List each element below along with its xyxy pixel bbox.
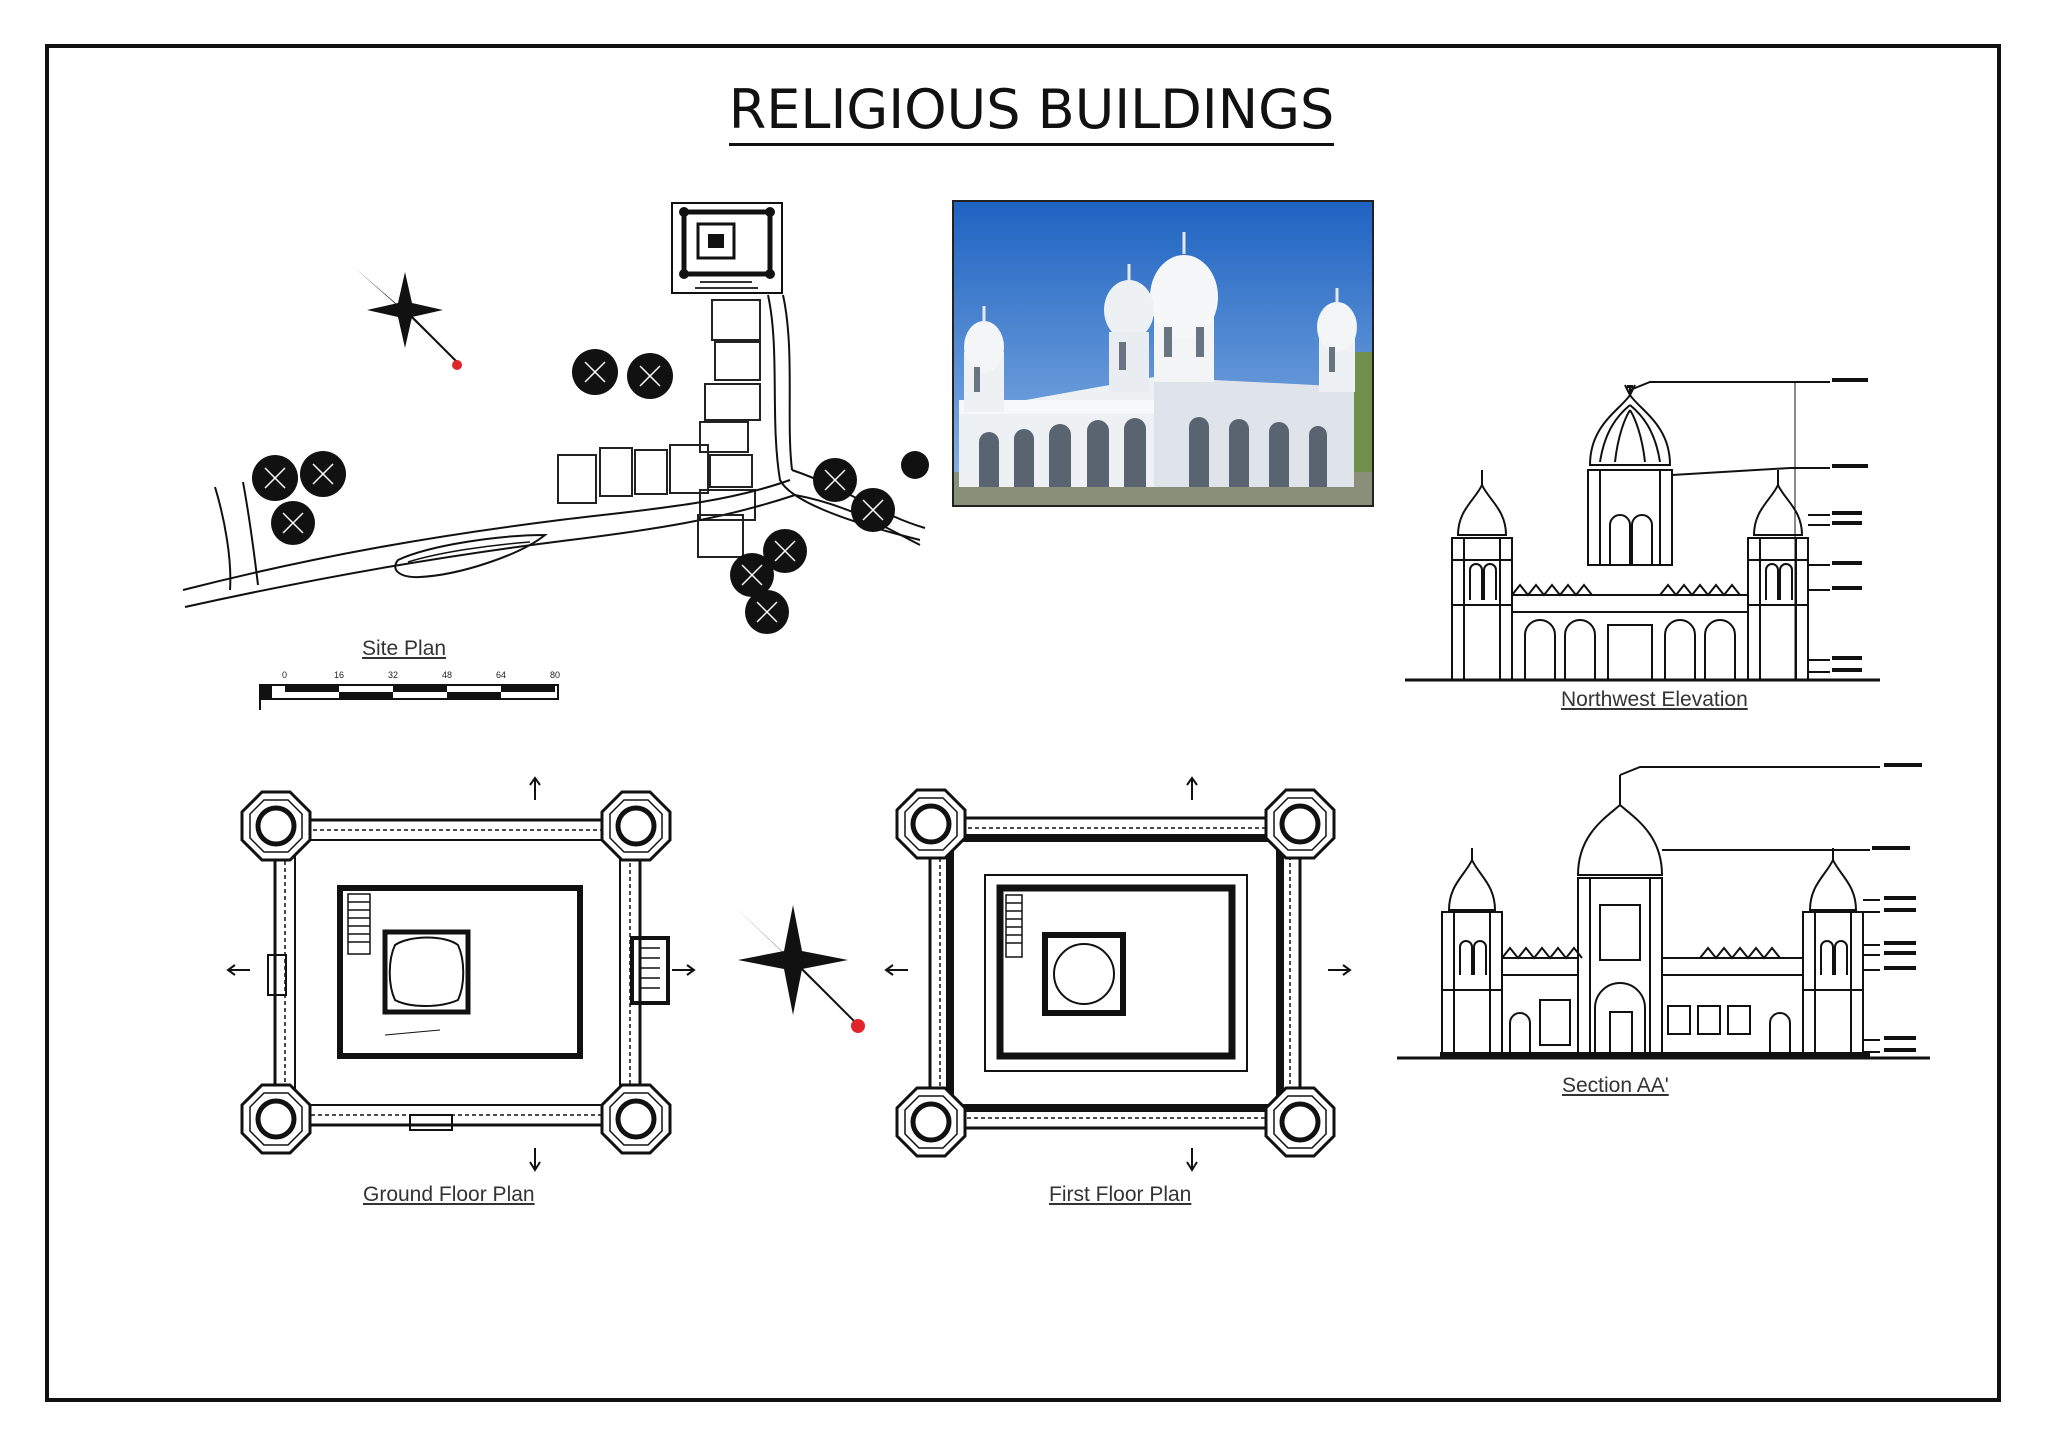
scale-tick-label: 80 <box>550 670 561 680</box>
site-temple-plan <box>671 202 783 294</box>
scale-tick-label: 32 <box>388 670 399 680</box>
compass-star-icon <box>355 268 462 370</box>
scale-tick-label: 0 <box>282 670 288 680</box>
drawing-sheet-border <box>45 44 2001 1402</box>
section-caption: Section AA' <box>1562 1074 1669 1097</box>
ground-floor-plan-caption: Ground Floor Plan <box>363 1183 535 1206</box>
sheet-title: RELIGIOUS BUILDINGS <box>0 78 2048 146</box>
gurdwara-photo <box>952 200 1374 507</box>
scale-bar-labels: 0 16 32 48 64 80 <box>270 670 570 684</box>
tree-symbol-icon <box>252 349 929 634</box>
scale-tick-label: 16 <box>334 670 345 680</box>
scale-tick-label: 48 <box>442 670 453 680</box>
site-plan-caption: Site Plan <box>362 637 447 660</box>
first-floor-plan-caption: First Floor Plan <box>1049 1183 1192 1206</box>
scale-tick-label: 64 <box>496 670 507 680</box>
northwest-elevation-caption: Northwest Elevation <box>1561 688 1748 711</box>
compass-star-icon <box>733 905 865 1033</box>
sheet-title-text: RELIGIOUS BUILDINGS <box>728 78 1335 146</box>
site-building-cluster <box>557 299 761 521</box>
scale-bar <box>259 684 559 710</box>
